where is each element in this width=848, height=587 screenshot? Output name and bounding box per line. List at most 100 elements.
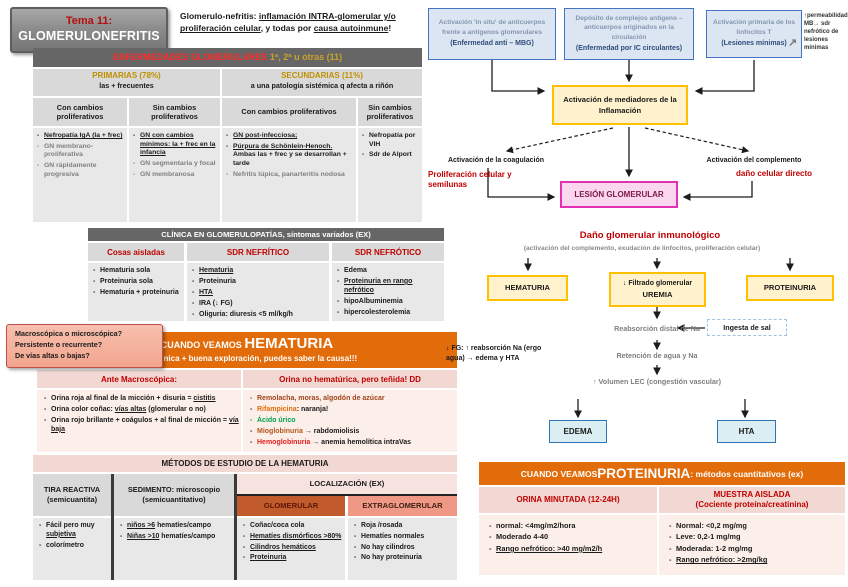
flow-box-edema: EDEMA [549,420,607,443]
extraglomerular-items: Roja /rosada Hematíes normales No hay ci… [348,518,457,580]
list-item: Sdr de Alport [360,151,420,160]
extraglomerular-header: EXTRAGLOMERULAR [348,496,457,516]
list-item: HTA [190,289,327,298]
list-item: Púrpura de Schönlein-Henoch. Ambas las +… [224,143,354,169]
reabsorcion-step: Reabsorción distal de Na [614,324,700,333]
flow-box-mediadores: Activación de mediadores de la Inflamaci… [552,85,688,125]
list-item: Hematuria sola [91,267,182,276]
column-sedimento: SEDIMENTO: microscopio (semicuantitativo… [114,474,234,580]
callout-line: Macroscópica o microscópica? [15,329,123,338]
list-item: Rango nefrótico: >2mg/kg [667,555,843,565]
hematuria-section: CUANDO VEAMOS HEMATURIA Con clínica + bu… [37,332,457,452]
list-item: Moderada: 1-2 mg/mg [667,544,843,554]
coagulacion-note: Proliferación celular y semilunas [428,170,512,190]
metodos-table: MÉTODOS DE ESTUDIO DE LA HEMATURIA TIRA … [33,455,457,580]
group-header-secundarias: SECUNDARIAS (11%) a una patología sistém… [222,69,422,96]
column-header: Con cambios proliferativos [33,98,127,126]
list-item: Hematíes dismórficos >80% [241,533,344,542]
list-item: Orina color coñac: vías altas (glomerula… [42,406,239,415]
column-items: Normal: <0,2 mg/mg Leve: 0,2-1 mg/mg Mod… [659,515,845,575]
dano-subtitle: (activación del complemento, exudación d… [523,245,761,252]
list-item: IRA (↓ FG) [190,300,327,309]
list-item: Niñas >10 hematíes/campo [118,533,233,542]
list-item: Proteinuria en rango nefrótico [335,278,442,296]
list-item: Nefropatía por VIH [360,132,420,149]
list-item: Leve: 0,2-1 mg/mg [667,532,843,542]
clinica-table: CLÍNICA EN GLOMERULOPATÍAS, síntomas var… [88,228,444,321]
list-item: GN membrano-proliferativa [35,143,125,160]
column-con-cambios-1: Con cambios proliferativos Nefropatía Ig… [33,98,127,222]
column-items: niños >6 hematíes/campo Niñas >10 hematí… [114,518,234,580]
list-item: Moderado 4-40 [487,532,655,542]
enfermedades-table: ENFERMEDADES GLOMERULARES 1ª, 2ª u otras… [33,48,422,222]
column-items: Nefropatía por VIH Sdr de Alport [358,128,422,222]
divider [234,474,237,580]
column-items: Remolacha, moras, algodón de azúcar Rifa… [243,390,457,452]
list-item: hipoAlbuminemia [335,298,442,307]
column-items: GN con cambios mínimos: la + frec en la … [129,128,220,222]
column-tira-reactiva: TIRA REACTIVA (semicuantita) Fácil pero … [33,474,111,580]
list-item: Rango nefrótico: >40 mg/m2/h [487,544,655,554]
list-item: GN segmentaria y focal [131,160,218,169]
list-item: Orina rojo brillante + coágulos + al fin… [42,417,239,435]
flow-box-ic-circulantes: Depósito de complejos antígeno – anticue… [564,8,694,60]
list-item: Hematíes normales [352,533,456,542]
dano-title: Daño glomerular inmunológico [579,230,721,241]
group-header-primarias: PRIMARIAS (78%) las + frecuentes [33,69,220,96]
topic-number: Tema 11: [65,15,113,28]
flow-box-lesion-glomerular: LESIÓN GLOMERULAR [560,181,678,208]
list-item: GN post-infecciosa; [224,132,354,141]
column-header: Con cambios proliferativos [222,98,356,126]
column-header: ORINA MINUTADA (12-24H) [479,487,657,513]
complemento-note: daño celular directo [736,169,813,178]
definition-text: Glomerulo-nefritis: inflamación INTRA-gl… [180,11,396,34]
list-item: Rifampicina: naranja! [248,406,455,415]
column-header: SDR NEFRÍTICO [187,243,329,261]
column-sdr-nefritico: SDR NEFRÍTICO Hematuria Proteinuria HTA … [187,243,329,321]
column-items: Edema Proteinuria en rango nefrótico hip… [332,263,444,321]
glomerular-items: Coñac/coca cola Hematíes dismórficos >80… [237,518,345,580]
column-con-cambios-2: Con cambios proliferativos GN post-infec… [222,98,356,222]
column-header: Sin cambios proliferativos [129,98,220,126]
callout-line: Persistente o recurrente? [15,339,103,349]
permeability-note: ↑permeabilidad MB→ sdr nefrótico de lesi… [804,13,848,52]
column-header: Orina no hematúrica, pero teñida! DD [243,370,457,388]
column-header: MUESTRA AISLADA (Cociente proteína/creat… [659,487,845,513]
column-items: Hematuria sola Proteinuria sola Hematuri… [88,263,184,321]
list-item: Proteinuria sola [91,278,182,287]
column-sin-cambios-2: Sin cambios proliferativos Nefropatía po… [358,98,422,222]
north-east-arrow-icon: ↗ [788,37,798,49]
flow-box-hta: HTA [717,420,776,443]
list-item: Nefropatía IgA (la + frec) [35,132,125,141]
list-item: No hay proteinuria [352,554,456,563]
column-items: Hematuria Proteinuria HTA IRA (↓ FG) Oli… [187,263,329,321]
fg-note: ↓ FG: ↑ reabsorción Na (ergo agua) → ede… [446,345,542,362]
list-item: Edema [335,267,442,276]
ingesta-de-sal-box: Ingesta de sal [707,319,787,336]
list-item: Cilindros hemáticos [241,544,344,553]
flow-box-anti-mbg: Activación 'in situ' de anticuerpos fren… [428,8,556,60]
column-items: GN post-infecciosa; Púrpura de Schönlein… [222,128,356,222]
column-items: Fácil pero muy subjetiva colorímetro [33,518,111,580]
column-header: SDR NEFRÓTICO [332,243,444,261]
metodos-header: MÉTODOS DE ESTUDIO DE LA HEMATURIA [33,455,457,472]
list-item: Normal: <0,2 mg/mg [667,521,843,531]
title-box: Tema 11: GLOMERULONEFRITIS [10,7,168,53]
localizacion-header: LOCALIZACIÓN (EX) [237,474,457,494]
column-cosas-aisladas: Cosas aisladas Hematuria sola Proteinuri… [88,243,184,321]
list-item: Roja /rosada [352,522,456,531]
volumen-step: ↑ Volumen LEC (congestión vascular) [592,377,722,386]
list-item: No hay cilindros [352,544,456,553]
list-item: GN con cambios mínimos: la + frec en la … [131,132,218,158]
list-item: GN membranosa [131,171,218,180]
list-item: Fácil pero muy subjetiva [37,522,110,540]
divider [111,474,114,580]
list-item: hipercolesterolemia [335,309,442,318]
list-item: Orina roja al final de la micción + disu… [42,395,239,404]
column-items: normal: <4mg/m2/hora Moderado 4-40 Rango… [479,515,657,575]
column-sdr-nefrotico: SDR NEFRÓTICO Edema Proteinuria en rango… [332,243,444,321]
column-orina-tenida: Orina no hematúrica, pero teñida! DD Rem… [243,370,457,452]
glomerular-header: GLOMERULAR [237,496,345,516]
column-sin-cambios-1: Sin cambios proliferativos GN con cambio… [129,98,220,222]
